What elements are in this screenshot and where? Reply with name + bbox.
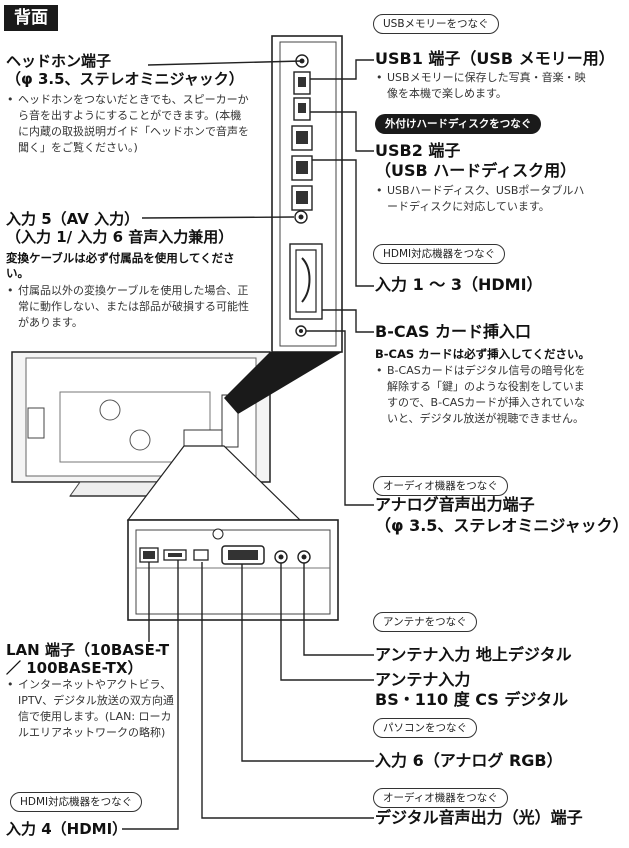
bcas-note: B-CASカードはデジタル信号の暗号化を解除する「鍵」のような役割をしていますの… [375,363,593,427]
bottom-terminal-panel [127,519,339,621]
usb2-notes: USBハードディスク、USBポータブルハードディスクに対応しています。 [375,183,595,215]
input5-title: 入力 5（AV 入力） [6,210,140,228]
input5-notes: 付属品以外の変換ケーブルを使用した場合、正常に動作しない、または部品が破損する可… [6,283,250,331]
hdd-pill: 外付けハードディスクをつなぐ [375,114,542,134]
antenna-bs-title: アンテナ入力 [375,670,471,689]
input5-note: 付属品以外の変換ケーブルを使用した場合、正常に動作しない、または部品が破損する可… [6,283,250,331]
usb1-title: USB1 端子（USB メモリー用） [375,49,615,68]
hdmi-pill-left: HDMI対応機器をつなぐ [10,792,143,812]
lan-title: LAN 端子（10BASE-T [6,641,170,659]
section-title: 背面 [4,5,58,31]
antenna-pill: アンテナをつなぐ [373,612,477,632]
antenna-terrestrial-title: アンテナ入力 地上デジタル [375,645,572,664]
optical-title: デジタル音声出力（光）端子 [375,808,583,827]
lan-note: インターネットやアクトビラ、IPTV、デジタル放送の双方向通信で使用します。(L… [6,677,176,741]
bcas-bold-note: B-CAS カードは必ず挿入してください。 [375,347,590,361]
input6-title: 入力 6（アナログ RGB） [375,751,563,770]
input5-subtitle: （入力 1/ 入力 6 音声入力兼用） [6,228,234,246]
zoom-connector-side [224,352,342,414]
headphone-notes: ヘッドホンをつないだときでも、スピーカーから音を出すようにすることができます。(… [6,92,250,156]
rear-panel-diagram [11,35,374,830]
audio-pill-2: オーディオ機器をつなぐ [373,788,508,808]
headphone-subtitle: （φ 3.5、ステレオミニジャック） [6,70,244,88]
usb2-note: USBハードディスク、USBポータブルハードディスクに対応しています。 [375,183,595,215]
usb2-title: USB2 端子 [375,141,461,160]
usb2-subtitle: （USB ハードディスク用） [375,161,577,180]
antenna-bs-subtitle: BS・110 度 CS デジタル [375,690,569,709]
input5-bold-note: 変換ケーブルは必ず付属品を使用してください。 [6,251,235,280]
optical-port-icon [193,549,209,561]
usb-memory-pill: USBメモリーをつなぐ [373,14,499,34]
usb1-note: USBメモリーに保存した写真・音楽・映像を本機で楽しめます。 [375,70,595,102]
hdmi-pill-right: HDMI対応機器をつなぐ [373,244,506,264]
pc-pill: パソコンをつなぐ [373,718,477,738]
lan-notes: インターネットやアクトビラ、IPTV、デジタル放送の双方向通信で使用します。(L… [6,677,176,741]
audio-pill: オーディオ機器をつなぐ [373,476,508,496]
bcas-slot-icon [289,243,323,320]
input13-title: 入力 1 ～ 3（HDMI） [375,275,543,294]
bcas-title: B-CAS カード挿入口 [375,322,532,341]
lan-subtitle: ／ 100BASE-TX） [6,659,143,677]
headphone-title: ヘッドホン端子 [6,52,112,70]
side-terminal-panel [271,35,343,353]
analog-out-title: アナログ音声出力端子 [375,495,535,514]
analog-out-subtitle: （φ 3.5、ステレオミニジャック） [375,516,629,535]
input4-title: 入力 4（HDMI） [6,820,128,838]
usb1-notes: USBメモリーに保存した写真・音楽・映像を本機で楽しめます。 [375,70,595,102]
bcas-notes: B-CASカードはデジタル信号の暗号化を解除する「鍵」のような役割をしていますの… [375,363,593,427]
headphone-note: ヘッドホンをつないだときでも、スピーカーから音を出すようにすることができます。(… [6,92,250,156]
